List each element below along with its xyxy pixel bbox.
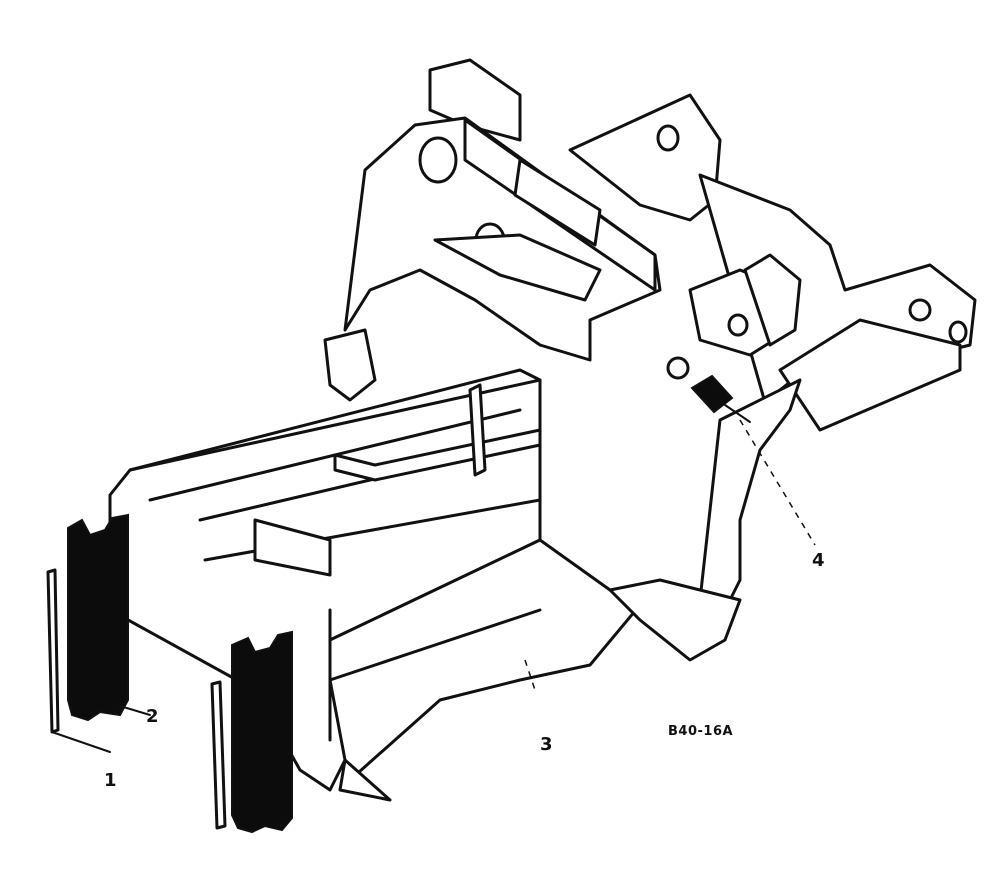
- callout-3: 3: [540, 734, 553, 755]
- callout-1: 1: [104, 770, 117, 791]
- rubber-pads-part-2: [67, 513, 293, 834]
- callout-4: 4: [812, 550, 825, 571]
- rear-tower: [343, 58, 662, 362]
- drawing-reference-code: B40-16A: [668, 724, 734, 739]
- callout-2: 2: [146, 706, 159, 727]
- wear-strips-part-1: [46, 568, 227, 830]
- callout-3-leader: [524, 659, 536, 691]
- main-frame: [108, 328, 742, 802]
- pin-part-4: [690, 374, 816, 546]
- front-frame-rails: [568, 93, 977, 622]
